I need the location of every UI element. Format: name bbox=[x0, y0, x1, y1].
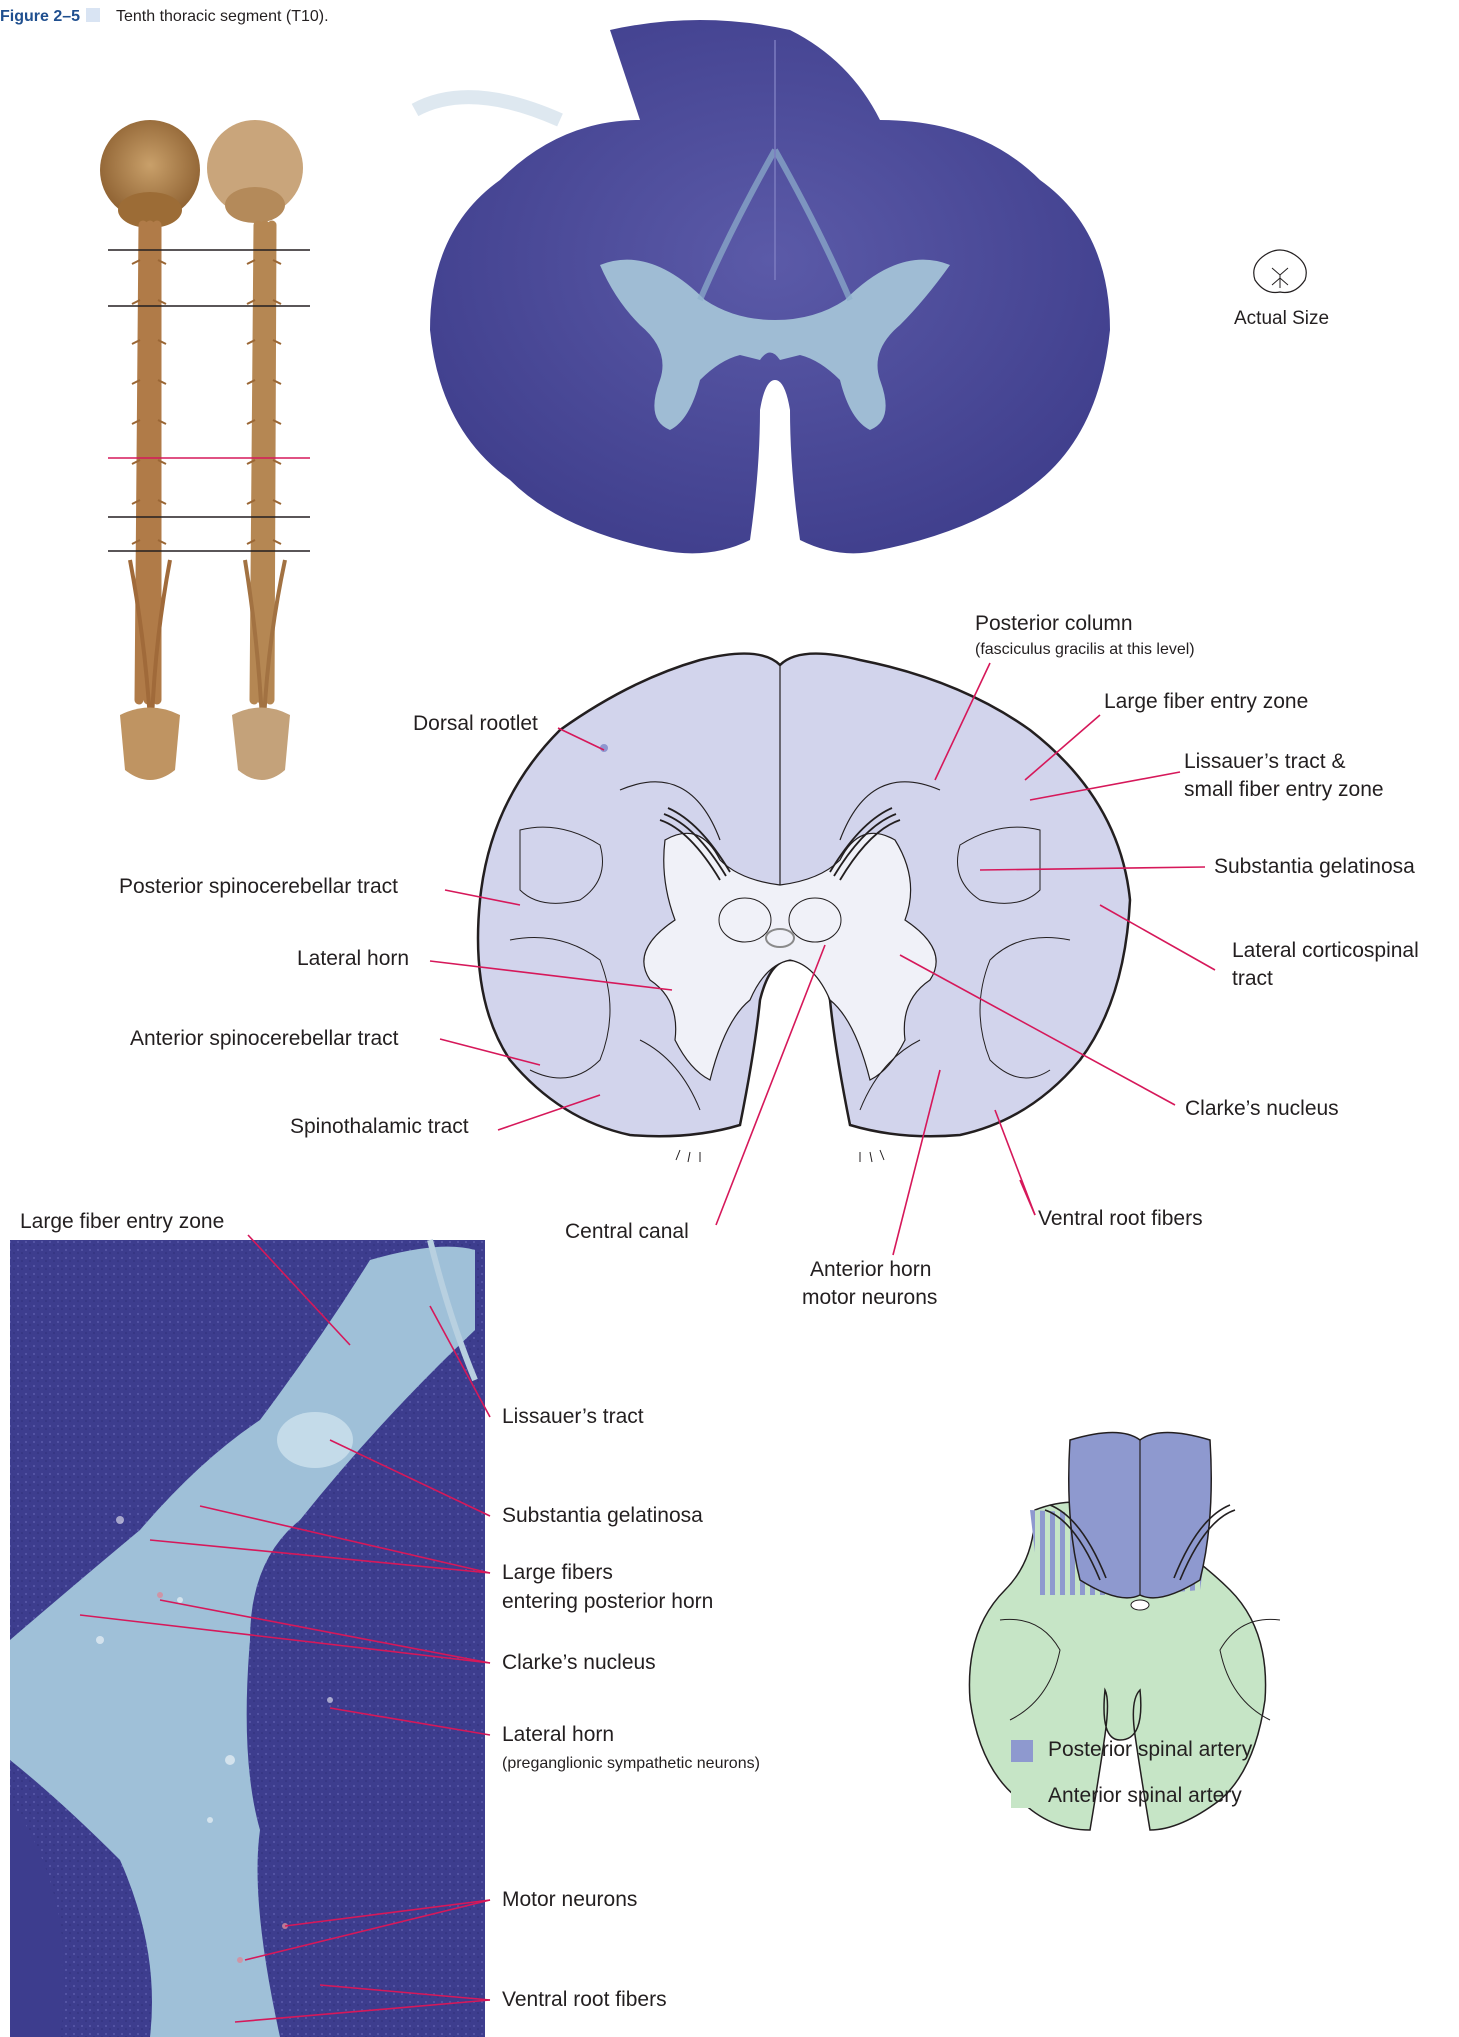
actual-size-icon bbox=[1254, 250, 1307, 293]
label-lateral-corticospinal-1: Lateral corticospinal bbox=[1232, 937, 1419, 965]
label-lateral-horn: Lateral horn bbox=[297, 945, 409, 973]
spinal-cord-right bbox=[254, 225, 272, 700]
stained-cord-outline bbox=[430, 20, 1110, 553]
actual-size-label: Actual Size bbox=[1234, 305, 1329, 333]
micro-label-lateral-horn: Lateral horn bbox=[502, 1721, 614, 1749]
label-lateral-corticospinal-2: tract bbox=[1232, 965, 1273, 993]
label-large-fiber-entry-zone: Large fiber entry zone bbox=[1104, 688, 1308, 716]
legend-swatch-posterior bbox=[1011, 1740, 1033, 1762]
labeled-diagram bbox=[478, 654, 1130, 1162]
micrograph bbox=[10, 1240, 485, 2037]
label-posterior-column-note: (fasciculus gracilis at this level) bbox=[975, 636, 1195, 664]
micro-label-substantia-gelatinosa: Substantia gelatinosa bbox=[502, 1502, 703, 1530]
label-anterior-spinocerebellar: Anterior spinocerebellar tract bbox=[130, 1025, 398, 1053]
legend-label-posterior: Posterior spinal artery bbox=[1048, 1736, 1252, 1764]
label-spinothalamic: Spinothalamic tract bbox=[290, 1113, 469, 1141]
label-central-canal: Central canal bbox=[565, 1218, 689, 1246]
micro-label-clarkes-nucleus: Clarke’s nucleus bbox=[502, 1649, 656, 1677]
label-lissauer-1: Lissauer’s tract & bbox=[1184, 748, 1345, 776]
micro-label-ventral-root-fibers: Ventral root fibers bbox=[502, 1986, 667, 2014]
label-anterior-horn-1: Anterior horn bbox=[810, 1256, 931, 1284]
legend-label-anterior: Anterior spinal artery bbox=[1048, 1782, 1242, 1810]
vascular-diagram bbox=[969, 1433, 1280, 1831]
legend-swatch-anterior bbox=[1011, 1786, 1033, 1808]
label-posterior-spinocerebellar: Posterior spinocerebellar tract bbox=[119, 873, 398, 901]
label-posterior-column: Posterior column bbox=[975, 610, 1133, 638]
gross-specimen bbox=[85, 115, 315, 795]
micro-label-large-fibers-1: Large fibers bbox=[502, 1559, 613, 1587]
label-anterior-horn-2: motor neurons bbox=[802, 1284, 937, 1312]
label-dorsal-rootlet: Dorsal rootlet bbox=[413, 710, 538, 738]
label-lissauer-2: small fiber entry zone bbox=[1184, 776, 1384, 804]
stained-section bbox=[415, 20, 1110, 553]
micro-label-large-fibers-2: entering posterior horn bbox=[502, 1588, 713, 1616]
label-substantia-gelatinosa: Substantia gelatinosa bbox=[1214, 853, 1415, 881]
micro-label-lissauer: Lissauer’s tract bbox=[502, 1403, 644, 1431]
label-ventral-root-fibers: Ventral root fibers bbox=[1038, 1205, 1203, 1233]
label-clarkes-nucleus: Clarke’s nucleus bbox=[1185, 1095, 1339, 1123]
micro-label-large-fiber-entry-zone: Large fiber entry zone bbox=[20, 1208, 224, 1236]
micro-label-lateral-horn-note: (preganglionic sympathetic neurons) bbox=[502, 1750, 760, 1778]
micro-label-motor-neurons: Motor neurons bbox=[502, 1886, 637, 1914]
